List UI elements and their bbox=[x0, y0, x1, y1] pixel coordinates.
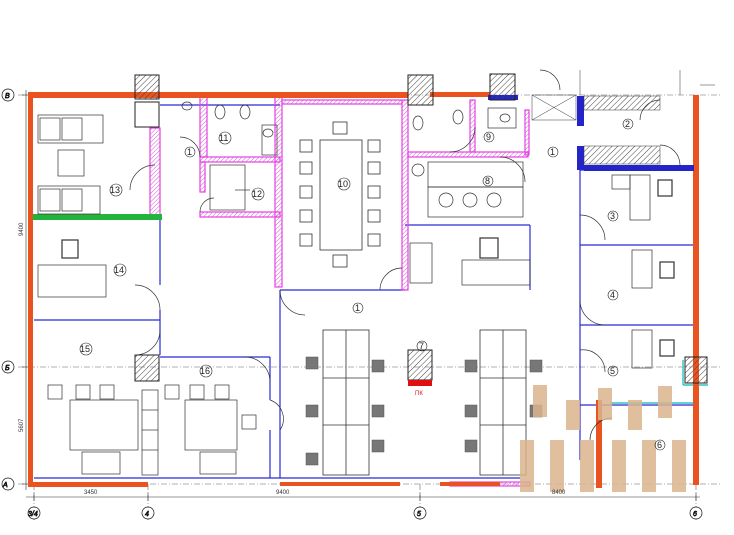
axis-marker: А bbox=[2, 477, 15, 491]
room-label: 3 bbox=[607, 210, 619, 222]
columns bbox=[134, 73, 708, 384]
green-glass-partition bbox=[32, 214, 162, 220]
svg-text:11: 11 bbox=[219, 133, 228, 143]
axis-marker: 4 bbox=[141, 506, 155, 520]
svg-text:1: 1 bbox=[355, 303, 360, 313]
room-2-storage bbox=[531, 70, 715, 165]
svg-text:В: В bbox=[5, 93, 10, 100]
svg-text:13: 13 bbox=[110, 185, 120, 195]
axis-markers: В Б А 3/4 4 5 6 bbox=[1, 88, 703, 520]
svg-text:3/4: 3/4 bbox=[28, 511, 38, 518]
tan-overlay bbox=[520, 385, 686, 492]
open-space-chairs bbox=[305, 356, 543, 466]
dimension-bottom-2: 9400 bbox=[276, 490, 290, 496]
svg-text:9: 9 bbox=[486, 132, 491, 142]
office-desks-15-16 bbox=[47, 384, 257, 476]
office-desks-3-4-5 bbox=[611, 174, 675, 369]
axis-marker: 6 bbox=[689, 506, 703, 520]
room-label: 1 bbox=[184, 146, 196, 158]
svg-text:1: 1 bbox=[187, 147, 192, 157]
room-label: 1 bbox=[547, 146, 559, 158]
outer-walls bbox=[28, 92, 699, 488]
svg-text:6: 6 bbox=[657, 440, 662, 450]
room-label: 7 bbox=[416, 340, 428, 352]
room-label: 6 bbox=[654, 439, 666, 451]
axis-marker: 3/4 bbox=[27, 506, 41, 520]
room-label: 10 bbox=[337, 177, 351, 191]
room-label: 9 bbox=[483, 131, 495, 143]
kitchen-furniture bbox=[409, 161, 531, 286]
room-labels: 1 1 1 2 3 4 5 6 7 8 9 10 11 12 13 14 15 … bbox=[79, 118, 666, 451]
svg-text:16: 16 bbox=[200, 366, 210, 376]
svg-text:15: 15 bbox=[80, 344, 90, 354]
axis-marker: В bbox=[1, 88, 15, 102]
svg-text:4: 4 bbox=[610, 290, 615, 300]
dimension-left-2: 5607 bbox=[19, 418, 25, 432]
magenta-partitions bbox=[149, 96, 531, 487]
room-label: 5 bbox=[607, 365, 619, 377]
door-swings bbox=[129, 69, 681, 441]
room-label: 1 bbox=[352, 302, 364, 314]
svg-text:А: А bbox=[2, 482, 8, 489]
room-label: 11 bbox=[218, 131, 232, 145]
meeting-table bbox=[299, 121, 381, 268]
svg-text:5: 5 bbox=[417, 511, 421, 518]
svg-text:10: 10 bbox=[338, 179, 348, 189]
svg-text:2: 2 bbox=[625, 119, 630, 129]
svg-text:6: 6 bbox=[693, 511, 697, 518]
fire-hydrant-label: ПК bbox=[415, 391, 423, 397]
svg-text:14: 14 bbox=[114, 265, 124, 275]
svg-text:4: 4 bbox=[145, 511, 149, 518]
axis-marker: Б bbox=[1, 360, 15, 374]
room-label: 2 bbox=[622, 118, 634, 130]
room-label: 14 bbox=[113, 263, 127, 277]
room-label: 4 bbox=[607, 289, 619, 301]
room-label: 16 bbox=[199, 364, 213, 378]
axis-marker: 5 bbox=[413, 506, 427, 520]
room-label: 13 bbox=[109, 183, 123, 197]
fire-hydrant-marker bbox=[408, 380, 432, 386]
lounge-furniture bbox=[37, 114, 107, 298]
svg-text:5: 5 bbox=[610, 366, 615, 376]
dimension-bottom-1: 3450 bbox=[84, 490, 98, 496]
dimension-bottom-3: 8400 bbox=[552, 490, 566, 496]
svg-text:8: 8 bbox=[485, 176, 490, 186]
dimension-left-1: 9400 bbox=[19, 222, 25, 236]
room-label: 8 bbox=[482, 175, 494, 187]
svg-text:12: 12 bbox=[252, 189, 262, 199]
room-label: 15 bbox=[79, 342, 93, 356]
svg-text:3: 3 bbox=[610, 211, 615, 221]
svg-text:1: 1 bbox=[550, 147, 555, 157]
svg-text:Б: Б bbox=[5, 365, 10, 372]
room-label: 12 bbox=[251, 187, 265, 201]
open-space-desks bbox=[322, 329, 527, 476]
svg-text:7: 7 bbox=[419, 341, 424, 351]
sanitary-fixtures bbox=[181, 101, 517, 211]
